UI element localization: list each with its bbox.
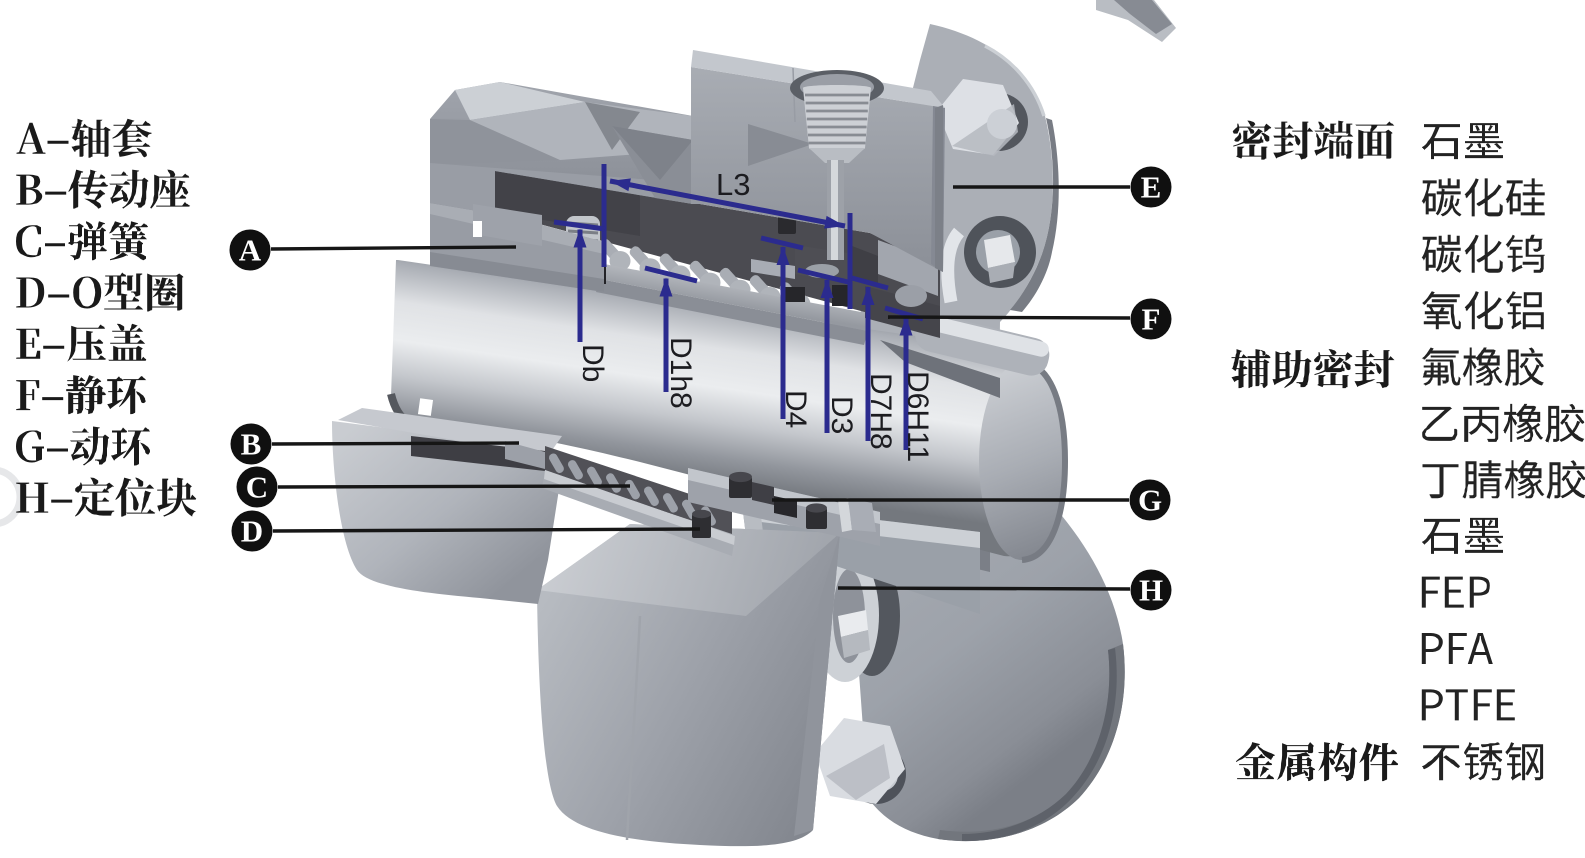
svg-text:C: C [246, 470, 268, 505]
svg-text:A: A [239, 233, 262, 268]
svg-text:D: D [241, 514, 263, 549]
svg-text:D7H8: D7H8 [864, 373, 897, 450]
svg-text:D1h8: D1h8 [664, 337, 697, 409]
svg-text:E: E [1141, 170, 1162, 205]
svg-text:H: H [1139, 573, 1163, 608]
svg-text:D6H11: D6H11 [901, 371, 934, 462]
svg-text:L3: L3 [716, 167, 750, 202]
svg-text:D4: D4 [779, 390, 812, 428]
svg-text:F: F [1142, 302, 1161, 337]
svg-text:Db: Db [576, 344, 609, 382]
svg-text:B: B [241, 427, 262, 462]
svg-text:G: G [1138, 483, 1162, 518]
svg-text:D3: D3 [825, 396, 858, 434]
